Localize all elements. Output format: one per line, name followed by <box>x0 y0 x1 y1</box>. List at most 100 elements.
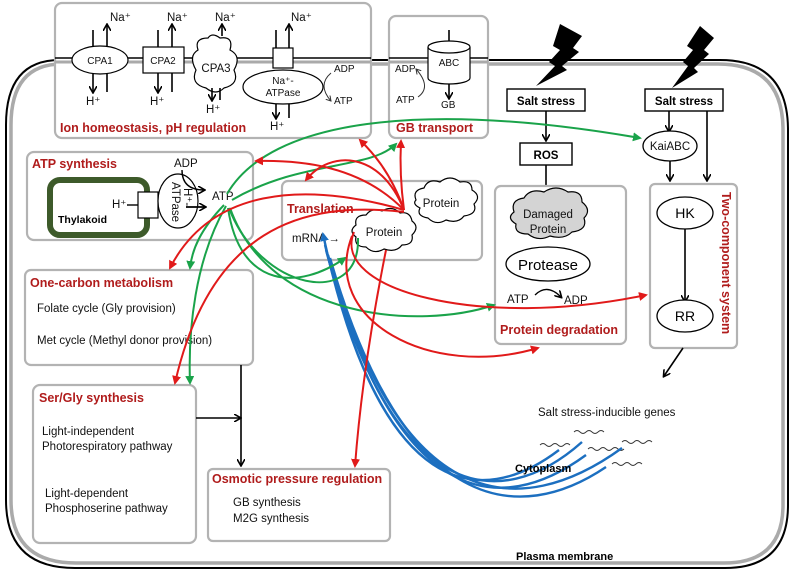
cpa3-label: CPA3 <box>201 63 230 75</box>
plasma-membrane-label: Plasma membrane <box>516 551 613 563</box>
protein-to-translation-arrow <box>304 159 405 211</box>
atp-to-kaiabc-arrow <box>226 118 642 195</box>
mrna-wave <box>587 447 625 451</box>
salt-stress-label: Salt stress <box>655 96 713 108</box>
cpa3-transporter: CPA3 Na⁺ H⁺ <box>191 12 238 116</box>
red-arrows <box>169 138 648 468</box>
h-label: H⁺ <box>150 96 164 108</box>
protein-degradation-panel: Damaged Protein Protease ATP ADP Protein… <box>493 184 628 346</box>
mrna-wave <box>611 462 643 466</box>
blue-arrows <box>320 232 623 498</box>
two-component-panel: HK RR Two-component system <box>648 182 739 350</box>
na-atpase-transporter: Na⁺- ATPase Na⁺ H⁺ ADP ATP <box>242 12 355 133</box>
atp-to-gb-transport-arrow <box>231 142 398 201</box>
h-label: H⁺ <box>86 96 100 108</box>
atp-to-translation-arrow <box>227 207 347 279</box>
adp-label: ADP <box>174 158 198 170</box>
kaiabc-node: KaiABC <box>642 130 698 162</box>
lightning-bolt-icon <box>672 26 714 88</box>
mrna-wave <box>539 443 571 447</box>
osmotic-title: Osmotic pressure regulation <box>212 472 382 486</box>
pathway-1-line-1: Light-independent <box>42 426 135 438</box>
h-atpase-label: H⁺- <box>181 188 193 206</box>
cpa1-transporter: CPA1 Na⁺ H⁺ <box>71 12 131 108</box>
gb-transport-title: GB transport <box>396 121 474 135</box>
mrna-wave <box>573 430 605 434</box>
rr-node <box>656 299 714 333</box>
protein-to-atp-synthesis-arrow <box>254 156 405 211</box>
gb-label: GB <box>441 100 456 111</box>
damaged-protein-label-2: Protein <box>530 224 566 236</box>
na-label: Na⁺ <box>215 12 236 24</box>
ion-homeostasis-title: Ion homeostasis, pH regulation <box>60 121 246 135</box>
cpa2-label: CPA2 <box>150 56 176 67</box>
kaiabc-label: KaiABC <box>650 141 690 153</box>
transcription-arrow <box>320 232 560 482</box>
abc-transporter: ABC <box>427 30 471 98</box>
h-label: H⁺ <box>112 199 126 211</box>
atp-label: ATP <box>334 96 353 107</box>
pathway-1-line-2: Photorespiratory pathway <box>42 441 173 453</box>
hk-label: HK <box>675 205 695 221</box>
one-carbon-panel: One-carbon metabolism Folate cycle (Gly … <box>23 268 255 367</box>
thylakoid-label: Thylakoid <box>58 214 107 226</box>
ion-homeostasis-panel: CPA1 Na⁺ H⁺ CPA2 Na⁺ H⁺ CPA3 Na⁺ H⁺ <box>53 1 373 140</box>
protein-to-two-component-arrow <box>350 231 648 310</box>
two-component-title: Two-component system <box>719 192 733 334</box>
protein-cloud <box>414 177 479 224</box>
atp-synthesis-title: ATP synthesis <box>32 157 117 171</box>
pathway-2-line-2: Phosphoserine pathway <box>45 503 168 515</box>
atp-label: ATP <box>212 191 234 203</box>
atp-to-ser-gly-arrow <box>185 205 227 385</box>
salt-stress-box-right: Salt stress <box>644 88 724 112</box>
pathway-2-line-1: Light-dependent <box>45 488 129 500</box>
osmotic-panel: Osmotic pressure regulation GB synthesis… <box>206 467 392 543</box>
mrna-label: mRNA → <box>292 233 340 245</box>
translation-title: Translation <box>287 202 354 216</box>
na-label: Na⁺ <box>110 12 131 24</box>
m2g-synthesis: M2G synthesis <box>233 513 309 525</box>
met-cycle: Met cycle (Methyl donor provision) <box>37 335 212 347</box>
mrna-wave <box>621 440 653 444</box>
abc-label: ABC <box>439 58 460 69</box>
protein-to-one-carbon-arrow <box>169 193 405 270</box>
ros-label: ROS <box>534 150 559 162</box>
thylakoid <box>47 177 150 238</box>
atp-to-protein-degradation-arrow <box>229 207 496 318</box>
h-atpase <box>157 173 199 229</box>
ser-gly-title: Ser/Gly synthesis <box>39 391 144 405</box>
ser-gly-panel: Ser/Gly synthesis Light-independent Phot… <box>31 383 198 545</box>
damaged-protein-cloud <box>509 187 589 240</box>
cytoplasm-label: Cytoplasm <box>515 463 571 475</box>
protein-degradation-title: Protein degradation <box>500 323 618 337</box>
salt-stress-genes-label: Salt stress-inducible genes <box>538 407 676 419</box>
salt-stress-label: Salt stress <box>517 96 575 108</box>
h-label: H⁺ <box>270 121 284 133</box>
gb-synthesis: GB synthesis <box>233 497 301 509</box>
atp-synthesis-panel: ATP synthesis Thylakoid H⁺ ATPase H⁺- AD… <box>25 150 255 242</box>
na-atpase-label-1: Na⁺- <box>272 76 293 87</box>
green-arrows <box>185 118 642 385</box>
protease-label: Protease <box>518 257 578 274</box>
protein-label: Protein <box>423 198 459 210</box>
gb-transport-panel: ABC ADP ATP GB GB transport <box>387 14 490 140</box>
atp-label: ATP <box>396 95 415 106</box>
protein-to-protein-degradation-arrow <box>345 235 540 358</box>
plasma-membrane <box>5 59 789 569</box>
gene-transcripts <box>539 430 653 466</box>
adp-label: ADP <box>395 64 416 75</box>
na-label: Na⁺ <box>167 12 188 24</box>
protease <box>505 246 591 282</box>
cpa2-transporter: CPA2 Na⁺ H⁺ <box>142 12 188 108</box>
protein-label: Protein <box>366 227 402 239</box>
na-atpase-label-2: ATPase <box>266 88 301 99</box>
folate-cycle: Folate cycle (Gly provision) <box>37 303 176 315</box>
protein-to-ser-gly-arrow <box>172 208 405 385</box>
protein-to-osmotic-arrow <box>351 249 387 468</box>
protein-to-gb-transport-arrow <box>396 139 406 211</box>
salt-stress-box-left: Salt stress <box>506 88 586 112</box>
atp-label: ATP <box>507 294 529 306</box>
adp-label: ADP <box>334 64 355 75</box>
damaged-protein-label-1: Damaged <box>523 209 573 221</box>
